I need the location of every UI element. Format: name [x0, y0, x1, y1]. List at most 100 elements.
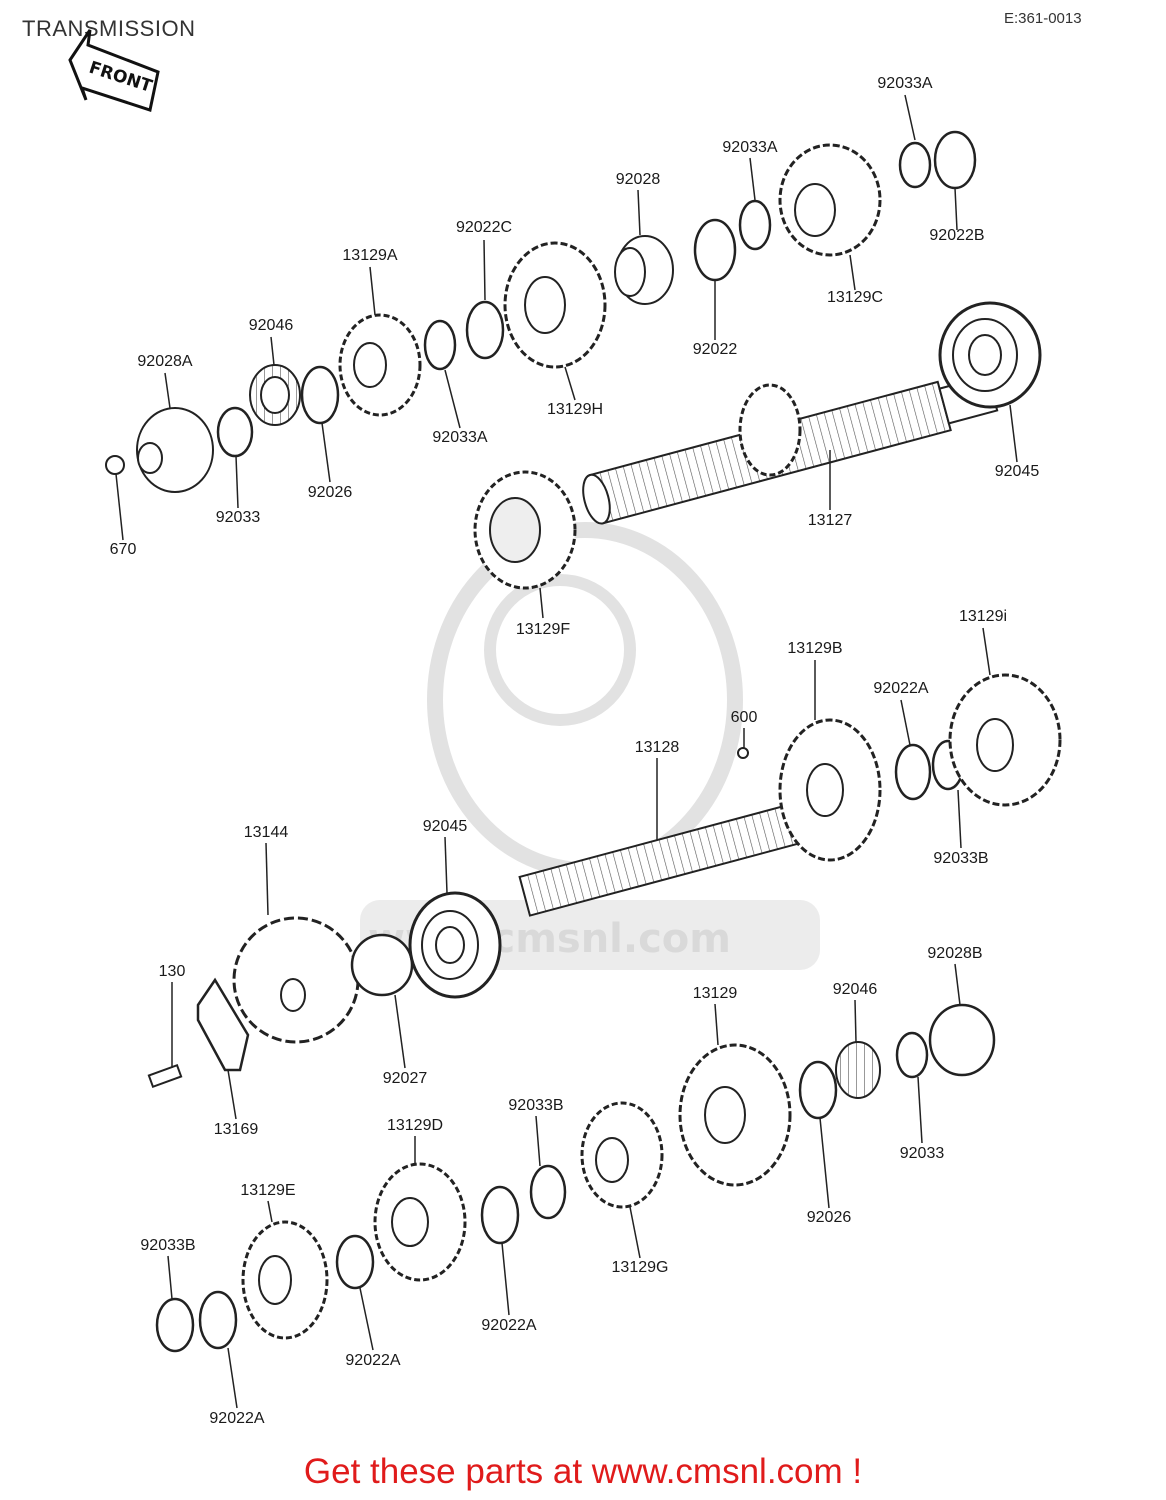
- part-label[interactable]: 92028: [616, 171, 661, 188]
- part-label[interactable]: 670: [110, 541, 137, 558]
- leader-line: [749, 157, 756, 201]
- part-label[interactable]: 13128: [635, 739, 680, 756]
- part-label[interactable]: 92033: [216, 509, 261, 526]
- part-label[interactable]: 92028B: [927, 945, 982, 962]
- leader-line: [957, 789, 962, 849]
- part-label[interactable]: 92033B: [140, 1237, 195, 1254]
- part-label[interactable]: 13129F: [516, 621, 570, 638]
- washer-92022B: [933, 130, 977, 190]
- part-label[interactable]: 92033A: [432, 429, 487, 446]
- bearing-92045-upper: [938, 301, 1042, 409]
- part-label[interactable]: 13129: [693, 985, 738, 1002]
- part-label[interactable]: 92022A: [209, 1410, 264, 1427]
- footer-link-text[interactable]: Get these parts at www.cmsnl.com !: [303, 1452, 863, 1491]
- part-label[interactable]: 92033: [900, 1145, 945, 1162]
- page-title: TRANSMISSION: [22, 16, 196, 41]
- gear-13129i: [948, 673, 1062, 807]
- part-label[interactable]: 92045: [995, 463, 1040, 480]
- leader-line: [501, 1242, 510, 1316]
- gear-13129: [678, 1043, 792, 1187]
- part-label[interactable]: 13129C: [827, 289, 883, 306]
- part-label[interactable]: 92026: [807, 1209, 852, 1226]
- retainer-13169: [196, 977, 250, 1072]
- gear-13129B: [778, 718, 882, 862]
- part-labels: 92033A 92033A 92028 92022C 13129A 92046 …: [110, 75, 1040, 1427]
- part-label[interactable]: 92033A: [722, 139, 777, 156]
- leader-line: [539, 587, 544, 619]
- leader-line: [483, 239, 486, 301]
- leader-line: [164, 372, 171, 409]
- ball-600: [737, 747, 749, 759]
- part-label[interactable]: 92028A: [137, 353, 192, 370]
- part-label[interactable]: 13144: [244, 824, 289, 841]
- collar-92028B: [928, 1003, 996, 1077]
- gear-13129A: [338, 313, 422, 417]
- washer-92022A-low1: [335, 1234, 375, 1290]
- sprocket-13144: [232, 916, 360, 1044]
- leader-line: [854, 999, 857, 1043]
- part-label[interactable]: 92022A: [481, 1317, 536, 1334]
- part-label[interactable]: 13129A: [342, 247, 397, 264]
- leader-line: [954, 187, 958, 231]
- leader-line: [267, 1200, 273, 1223]
- part-label[interactable]: 92027: [383, 1070, 428, 1087]
- part-label[interactable]: 92022C: [456, 219, 512, 236]
- part-label[interactable]: 92046: [249, 317, 294, 334]
- leader-line: [629, 1206, 641, 1259]
- part-label[interactable]: 92022A: [873, 680, 928, 697]
- circlip-92033B-low: [155, 1297, 195, 1353]
- part-label[interactable]: 92046: [833, 981, 878, 998]
- leader-line: [900, 699, 911, 746]
- part-label[interactable]: 600: [731, 709, 758, 726]
- part-label[interactable]: 92033A: [877, 75, 932, 92]
- leader-line: [535, 1115, 541, 1167]
- washer-670: [105, 455, 125, 475]
- washer-92022A-mid: [480, 1185, 520, 1245]
- part-label[interactable]: 130: [159, 963, 186, 980]
- washer-92022C: [465, 300, 505, 360]
- part-label[interactable]: 13129H: [547, 401, 603, 418]
- part-label[interactable]: 13129B: [787, 640, 842, 657]
- part-label[interactable]: 13129i: [959, 608, 1007, 625]
- leader-line: [265, 842, 269, 916]
- bushing-92028: [614, 235, 674, 305]
- leader-line: [115, 473, 124, 541]
- leader-line: [917, 1076, 923, 1144]
- circlip-92033A-1: [423, 319, 457, 371]
- washer-92022A-top: [894, 743, 932, 801]
- part-label[interactable]: 92045: [423, 818, 468, 835]
- leader-line: [227, 1347, 238, 1409]
- leader-line: [1009, 404, 1018, 463]
- part-label[interactable]: 92033B: [508, 1097, 563, 1114]
- leader-line: [714, 1003, 719, 1046]
- leader-line: [321, 422, 331, 483]
- washer-92026-lower: [798, 1060, 838, 1120]
- gear-13129C: [778, 143, 882, 257]
- part-label[interactable]: 13129G: [612, 1259, 669, 1276]
- part-label[interactable]: 92026: [308, 484, 353, 501]
- part-label[interactable]: 13127: [808, 512, 853, 529]
- circlip-92033A-3: [898, 141, 932, 189]
- part-label[interactable]: 13169: [214, 1121, 259, 1138]
- circlip-92033A-2: [738, 199, 772, 251]
- part-label[interactable]: 92022A: [345, 1352, 400, 1369]
- gear-13129E: [241, 1220, 329, 1340]
- part-label[interactable]: 92022: [693, 341, 738, 358]
- leader-line: [819, 1117, 830, 1209]
- leader-line: [227, 1069, 237, 1120]
- part-label[interactable]: 92022B: [929, 227, 984, 244]
- gear-on-main-shaft: [738, 383, 802, 477]
- gear-13129D: [373, 1162, 467, 1282]
- washer-92022: [693, 218, 737, 282]
- leader-line: [270, 336, 275, 366]
- leader-line: [954, 963, 961, 1006]
- diagram-reference: E:361-0013: [1004, 10, 1082, 27]
- leader-line: [235, 455, 239, 509]
- part-label[interactable]: 13129D: [387, 1117, 443, 1134]
- circlip-92033-lower: [895, 1031, 929, 1079]
- part-label[interactable]: 13129E: [240, 1182, 295, 1199]
- part-label[interactable]: 92033B: [933, 850, 988, 867]
- front-arrow-badge: FRONT: [68, 29, 160, 112]
